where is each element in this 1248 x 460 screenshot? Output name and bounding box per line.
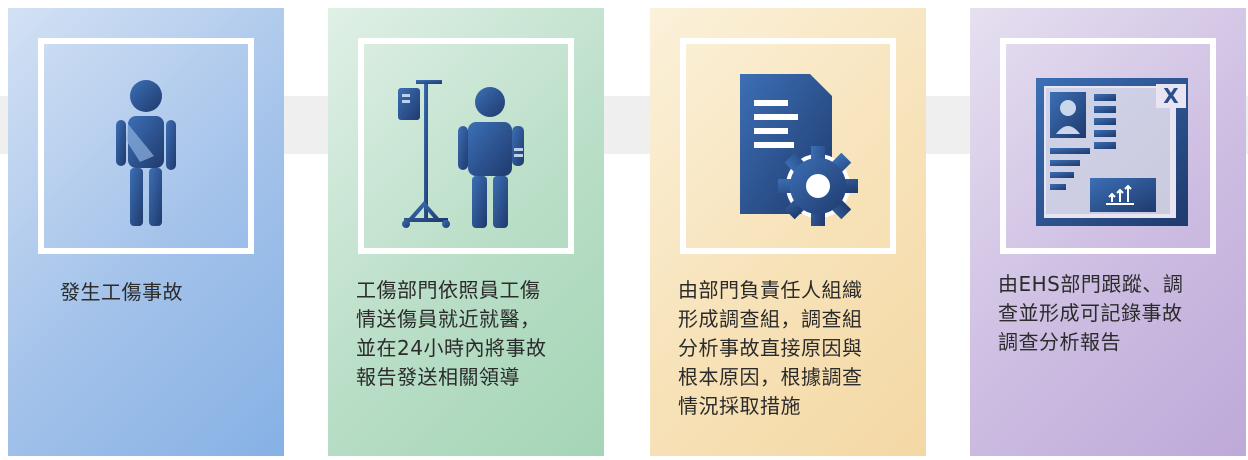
injured-worker-icon — [116, 80, 176, 226]
record-report-icon: X — [1036, 78, 1188, 226]
step-caption: 工傷部門依照員工傷 情送傷員就近就醫， 並在24小時內將事故 報告發送相關領導 — [356, 278, 547, 389]
icon-frame — [38, 38, 254, 254]
icon-frame — [358, 38, 574, 254]
step-card-1: 發生工傷事故 — [8, 8, 284, 456]
hospital-patient-iv-icon — [398, 80, 524, 228]
icon-frame — [680, 38, 896, 254]
svg-text:X: X — [1163, 84, 1179, 108]
icon-frame: X — [1000, 38, 1216, 254]
document-gear-icon — [740, 74, 858, 226]
step-caption: 發生工傷事故 — [60, 280, 183, 304]
step-card-2: 工傷部門依照員工傷 情送傷員就近就醫， 並在24小時內將事故 報告發送相關領導 — [328, 8, 604, 456]
step-caption: 由部門負責任人組織 形成調查組，調查組 分析事故直接原因與 根本原因，根據調查 … — [678, 278, 863, 418]
step-card-3: 由部門負責任人組織 形成調查組，調查組 分析事故直接原因與 根本原因，根據調查 … — [650, 8, 926, 456]
step-card-4: X 由EHS部門跟蹤、調 查並形成可記錄事故 調查分析報告 — [970, 8, 1246, 456]
step-caption: 由EHS部門跟蹤、調 查並形成可記錄事故 調查分析報告 — [998, 272, 1184, 354]
